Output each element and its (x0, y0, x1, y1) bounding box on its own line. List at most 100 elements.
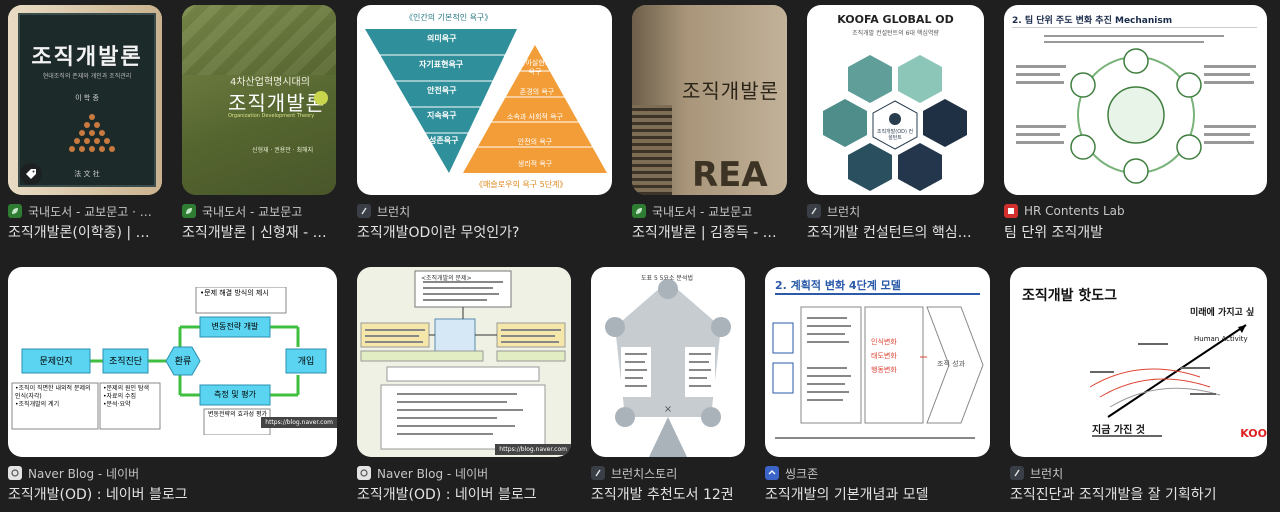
center-label: Human Activity (1194, 335, 1248, 343)
result-card[interactable]: 조직개발론 REA 국내도서 - 교보문고 조직개발론 | 김종득 - … (632, 5, 787, 241)
five-factor-diagram: × (605, 279, 731, 457)
flow-diagram (360, 270, 566, 450)
result-thumbnail[interactable]: 문제인지 조직진단 환류 변동전략 개발 측정 및 평가 개입 •문제 해결 방… (8, 267, 337, 457)
result-card[interactable]: KOOFA GLOBAL OD 조직개발 컨설턴트의 6대 핵심역량 조직개발(… (807, 5, 984, 241)
result-source[interactable]: 브런치스토리 (611, 466, 678, 481)
book-publisher: 法 文 社 (74, 170, 100, 178)
result-title[interactable]: 조직개발의 기본개념과 모델 (765, 487, 929, 503)
brunch-icon (357, 204, 371, 218)
result-source[interactable]: 국내도서 - 교보문고 · … (28, 204, 152, 219)
result-thumbnail[interactable]: 2. 팀 단위 주도 변화 추진 Mechanism (1004, 5, 1267, 195)
right-tier: 존경의 욕구 (519, 88, 555, 96)
center-label: 조직개발(OD) 컨설턴트 (876, 129, 914, 141)
hotdog-diagram (1089, 324, 1247, 437)
result-thumbnail[interactable]: 조직개발 핫도그 미래에 가지고 싶 Human Activity 지금 가진 … (1010, 267, 1267, 457)
book-title: 조직개발론 (228, 91, 325, 115)
diagram-title: 2. 계획적 변화 4단계 모델 (775, 279, 901, 292)
book-authors: 신형재 · 권용만 · 최해지 (252, 147, 314, 154)
note: 변동전략의 효과성 평가 (208, 411, 268, 418)
stage-label: 행동변화 (871, 366, 897, 374)
result-source[interactable]: Naver Blog - 네이버 (28, 466, 140, 481)
now-label: 지금 가진 것 (1092, 425, 1145, 436)
diagram-subtitle: 조직개발 컨설턴트의 6대 핵심역량 (852, 30, 939, 37)
brunch-icon (807, 204, 821, 218)
future-label: 미래에 가지고 싶 (1190, 308, 1255, 318)
result-title[interactable]: 조직개발론 | 김종득 - … (632, 225, 777, 241)
step-box: 조직진단 (108, 357, 143, 367)
result-card[interactable]: 문제인지 조직진단 환류 변동전략 개발 측정 및 평가 개입 •문제 해결 방… (8, 267, 337, 507)
result-thumbnail[interactable]: 《인간의 기본적인 욕구》 의미욕구 자기표현욕구 안전욕구 지속욕구 성존욕구… (357, 5, 612, 195)
hr-icon (1004, 204, 1018, 218)
stage-label: 태도변화 (871, 352, 897, 360)
right-tier: 소속과 사회적 욕구 (507, 113, 563, 121)
left-tier: 자기표현욕구 (419, 60, 464, 69)
left-tier: 의미욕구 (427, 34, 457, 43)
result-card[interactable]: 도표 5 5요소 분석법 × 브런치스토리 조직개발 추천도서 12권 (591, 267, 745, 507)
result-thumbnail[interactable]: <조직개발의 문제> https://blog.naver.com (357, 267, 571, 457)
result-card[interactable]: 2. 팀 단위 주도 변화 추진 Mechanism HR Contents L… (1004, 5, 1267, 241)
result-title[interactable]: 팀 단위 조직개발 (1004, 225, 1104, 241)
result-card[interactable]: 2. 계획적 변화 4단계 모델 인식변화 태도변화 행동변화 조직 성과 씽크… (765, 267, 990, 507)
process-diagram (11, 287, 327, 435)
result-card[interactable]: 4차산업혁명시대의 조직개발론 Organization Development… (182, 5, 336, 241)
result-source[interactable]: 브런치 (827, 204, 861, 219)
note: •조직이 직면한 내외적 문제의 인식(자각) •조직개발의 계기 (15, 385, 91, 408)
brunch-icon (1010, 466, 1024, 480)
note: •문제 해결 방식의 제시 (200, 289, 269, 297)
step-box: 환류 (174, 357, 192, 367)
book-title: 조직개발론 (682, 79, 779, 103)
result-title[interactable]: 조직개발론(이학종) | … (8, 225, 150, 241)
result-source[interactable]: 국내도서 - 교보문고 (652, 204, 753, 219)
book-line1: 4차산업혁명시대의 (230, 77, 310, 88)
result-title[interactable]: 조직개발 추천도서 12권 (591, 487, 734, 503)
left-tier: 지속욕구 (427, 111, 457, 120)
diagram-heading: 《인간의 기본적인 욕구》 (405, 13, 493, 22)
result-source[interactable]: Naver Blog - 네이버 (377, 466, 489, 481)
four-stage-diagram (772, 306, 984, 439)
leaf-icon (182, 204, 196, 218)
result-source[interactable]: 브런치 (1030, 466, 1064, 481)
result-thumbnail[interactable]: 조직개발론 현대조직의 존재와 개인과 조직관리 이 학 종 法 文 社 (8, 5, 162, 195)
result-card[interactable]: 《인간의 기본적인 욕구》 의미욕구 자기표현욕구 안전욕구 지속욕구 성존욕구… (357, 5, 612, 241)
result-title[interactable]: 조직진단과 조직개발을 잘 기획하기 (1010, 487, 1217, 503)
result-card[interactable]: 조직개발론 현대조직의 존재와 개인과 조직관리 이 학 종 法 文 社 국내도… (8, 5, 162, 241)
right-tier: 생리적 욕구 (517, 160, 553, 168)
result-card[interactable]: <조직개발의 문제> https://blog.naver.com Naver … (357, 267, 571, 507)
diagram-title: 조직개발 핫도그 (1022, 288, 1118, 304)
watermark: https://blog.naver.com (261, 417, 337, 428)
step-box: 개입 (297, 357, 315, 367)
diagram-top: <조직개발의 문제> (421, 275, 472, 282)
result-thumbnail[interactable]: 4차산업혁명시대의 조직개발론 Organization Development… (182, 5, 336, 195)
result-thumbnail[interactable]: 도표 5 5요소 분석법 × (591, 267, 745, 457)
book-subtitle: 현대조직의 존재와 개인과 조직관리 (42, 73, 132, 80)
result-thumbnail[interactable]: KOOFA GLOBAL OD 조직개발 컨설턴트의 6대 핵심역량 조직개발(… (807, 5, 984, 195)
naver-blog-icon (8, 466, 22, 480)
result-source[interactable]: 국내도서 - 교보문고 (202, 204, 303, 219)
result-title[interactable]: 조직개발(OD) : 네이버 블로그 (8, 487, 188, 503)
result-title[interactable]: 조직개발론 | 신형재 - … (182, 225, 327, 241)
pyramid-diagram (365, 29, 607, 173)
result-title[interactable]: 조직개발(OD) : 네이버 블로그 (357, 487, 537, 503)
tag-icon[interactable] (20, 163, 42, 185)
naver-blog-icon (357, 466, 371, 480)
result-title[interactable]: 조직개발OD이란 무엇인가? (357, 225, 520, 241)
result-source[interactable]: 브런치 (377, 204, 411, 219)
brunch-icon (591, 466, 605, 480)
step-box: 문제인지 (39, 357, 73, 367)
stage-label: 인식변화 (871, 338, 897, 346)
note: •문제의 원인 탐색 •자료의 수집 •분석·요약 (103, 385, 149, 408)
result-thumbnail[interactable]: 조직개발론 REA (632, 5, 787, 195)
watermark: https://blog.naver.com (495, 444, 571, 455)
result-source[interactable]: 씽크존 (785, 466, 819, 481)
diagram-label: 도표 5 5요소 분석법 (641, 275, 693, 282)
result-thumbnail[interactable]: 2. 계획적 변화 4단계 모델 인식변화 태도변화 행동변화 조직 성과 (765, 267, 990, 457)
result-title[interactable]: 조직개발 컨설턴트의 핵심… (807, 225, 972, 241)
triangle-dots-graphic (69, 114, 115, 152)
hexagon-diagram (823, 55, 967, 191)
result-card[interactable]: 조직개발 핫도그 미래에 가지고 싶 Human Activity 지금 가진 … (1010, 267, 1267, 507)
book-author: 이 학 종 (75, 94, 99, 102)
leaf-icon (632, 204, 646, 218)
thinkzone-icon (765, 466, 779, 480)
book-title: 조직개발론 (31, 45, 143, 70)
result-source[interactable]: HR Contents Lab (1024, 204, 1125, 218)
